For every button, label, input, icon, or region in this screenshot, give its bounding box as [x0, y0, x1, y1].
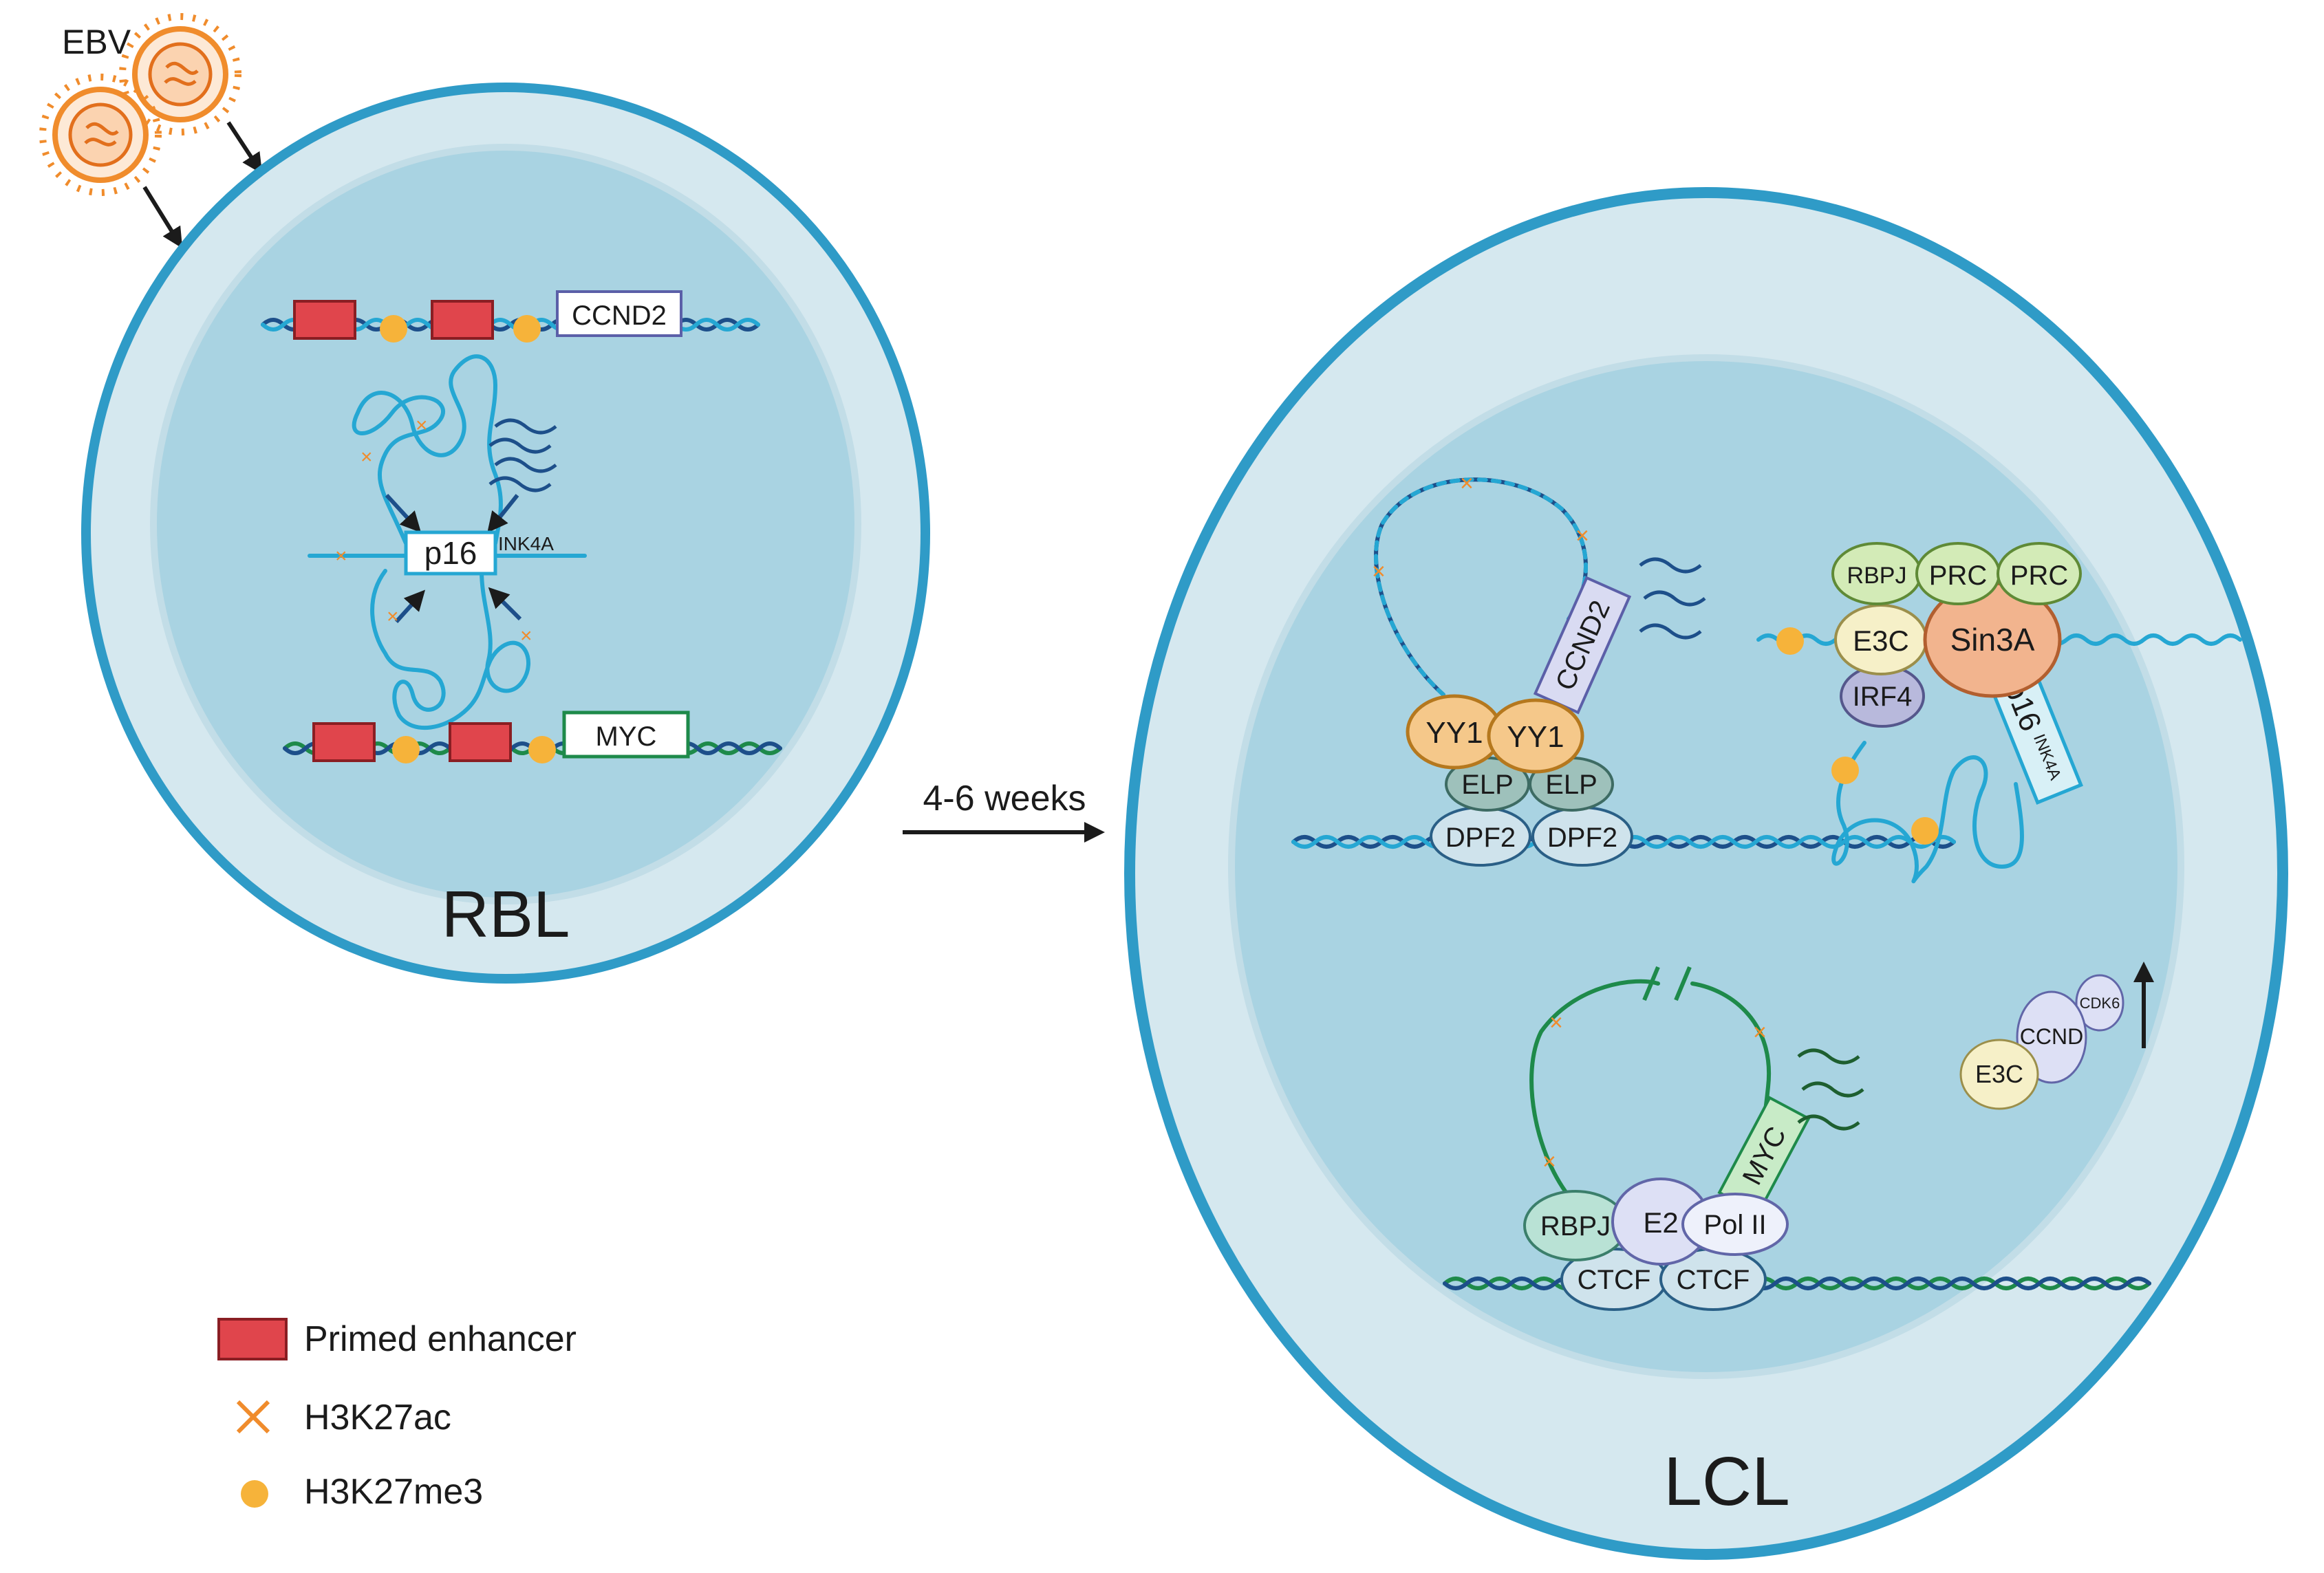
- h3k27me3-mark: [380, 315, 407, 343]
- virus-icon: [119, 13, 241, 135]
- svg-text:IRF4: IRF4: [1853, 682, 1913, 712]
- h3k27me3-mark: [1911, 817, 1939, 845]
- h3k27me3-mark: [1831, 757, 1859, 784]
- svg-text:ELP: ELP: [1461, 770, 1514, 800]
- svg-text:PRC: PRC: [2010, 561, 2068, 591]
- svg-text:CDK6: CDK6: [2080, 995, 2120, 1012]
- svg-text:YY1: YY1: [1507, 720, 1564, 754]
- h3k27me3-mark: [1776, 627, 1804, 655]
- protein-cdk6: [2075, 974, 2124, 1032]
- ccnd2-locus: CCND2: [261, 290, 760, 343]
- p16-label: p16: [424, 535, 477, 571]
- primed-enhancer: [431, 300, 494, 340]
- transition-label: 4-6 weeks: [923, 779, 1086, 818]
- ccnd-complex: CDK6 CCND E3C: [1959, 962, 2154, 1110]
- svg-text:RBPJ: RBPJ: [1847, 563, 1907, 589]
- h3k27ac-mark: ×: [1753, 1019, 1767, 1045]
- h3k27ac-mark: ×: [1542, 1149, 1556, 1175]
- svg-text:ELP: ELP: [1545, 770, 1597, 800]
- p16-locus: × × × × × p16 INK4A: [308, 354, 587, 730]
- legend-h3k27me3-label: H3K27me3: [304, 1472, 483, 1512]
- svg-text:E3C: E3C: [1975, 1060, 2023, 1088]
- protein-pol-ii: [1681, 1193, 1789, 1256]
- legend-h3k27me3-swatch: [241, 1480, 268, 1508]
- transition-arrow: 4-6 weeks: [903, 779, 1105, 843]
- transcript-waves: [1797, 1048, 1864, 1131]
- legend-enhancer-label: Primed enhancer: [304, 1319, 577, 1359]
- ccnd2-gene: [556, 290, 682, 337]
- lcl-cell-label: LCL: [1664, 1443, 1789, 1520]
- ccnd2-label: CCND2: [572, 301, 667, 331]
- svg-text:CTCF: CTCF: [1677, 1265, 1750, 1295]
- ebv-label: EBV: [62, 23, 131, 61]
- p16-loop: p16 INK4A IRF4 E3C Sin3A RBPJ PRC PRC: [1756, 542, 2242, 884]
- h3k27ac-mark: ×: [1549, 1010, 1563, 1036]
- legend-h3k27ac-swatch: [236, 1400, 270, 1434]
- primed-enhancer: [293, 300, 356, 340]
- protein-yy1: [1487, 698, 1584, 774]
- svg-text:E2: E2: [1643, 1206, 1678, 1239]
- primed-enhancer: [312, 722, 376, 762]
- legend-enhancer-swatch: [217, 1318, 288, 1360]
- svg-text:DPF2: DPF2: [1547, 823, 1617, 853]
- myc-loop: × × × MYC CTCF CTCF RBPJ E2 Pol II: [1443, 966, 2151, 1311]
- legend-h3k27ac-label: H3K27ac: [304, 1398, 451, 1438]
- h3k27me3-mark: [513, 315, 541, 343]
- break-symbol: [1642, 966, 1692, 1001]
- myc-label: MYC: [596, 722, 657, 752]
- transcript-waves: [1639, 557, 1706, 640]
- h3k27ac-mark: ×: [387, 605, 399, 628]
- h3k27ac-mark: ×: [1460, 470, 1474, 497]
- entry-arrow: [142, 186, 183, 249]
- legend: Primed enhancer H3K27ac H3K27me3: [217, 1318, 577, 1512]
- h3k27ac-mark: ×: [361, 446, 373, 468]
- p16-superscript: INK4A: [498, 533, 554, 554]
- h3k27ac-mark: ×: [1372, 558, 1386, 585]
- myc-gene: [562, 710, 690, 759]
- svg-text:PRC: PRC: [1929, 561, 1987, 591]
- nucleus: [150, 144, 861, 904]
- h3k27ac-mark: ×: [335, 545, 347, 567]
- h3k27ac-mark: ×: [520, 625, 532, 647]
- primed-enhancer: [449, 722, 512, 762]
- svg-text:CCND: CCND: [2020, 1024, 2083, 1049]
- ccnd2-loop: × × × CCND2 DPF2 DPF2 ELP ELP YY1 YY1: [1291, 470, 1956, 867]
- protein-prc: [1997, 542, 2082, 605]
- p16-gene: [404, 530, 497, 576]
- svg-text:Pol II: Pol II: [1703, 1210, 1766, 1240]
- ebv-virus-group: EBV: [39, 13, 263, 249]
- svg-text:CTCF: CTCF: [1578, 1265, 1651, 1295]
- h3k27ac-mark: ×: [1575, 523, 1589, 549]
- rbl-cell: CCND2 × × × × × p16 INK4A: [81, 83, 930, 984]
- rbl-cell-label: RBL: [442, 878, 570, 951]
- h3k27me3-mark: [528, 736, 556, 763]
- virus-icon: [39, 74, 162, 196]
- svg-text:YY1: YY1: [1425, 716, 1483, 750]
- protein-e3c: [1959, 1039, 2039, 1110]
- entry-arrow: [226, 121, 263, 175]
- svg-text:E3C: E3C: [1853, 625, 1909, 657]
- lcl-cell: × × × CCND2 DPF2 DPF2 ELP ELP YY1 YY1: [1124, 187, 2288, 1560]
- svg-text:DPF2: DPF2: [1445, 823, 1516, 853]
- svg-text:Sin3A: Sin3A: [1950, 622, 2035, 658]
- h3k27me3-mark: [392, 736, 420, 763]
- myc-locus: MYC: [283, 710, 782, 763]
- svg-text:RBPJ: RBPJ: [1540, 1211, 1611, 1241]
- h3k27ac-mark: ×: [416, 414, 428, 437]
